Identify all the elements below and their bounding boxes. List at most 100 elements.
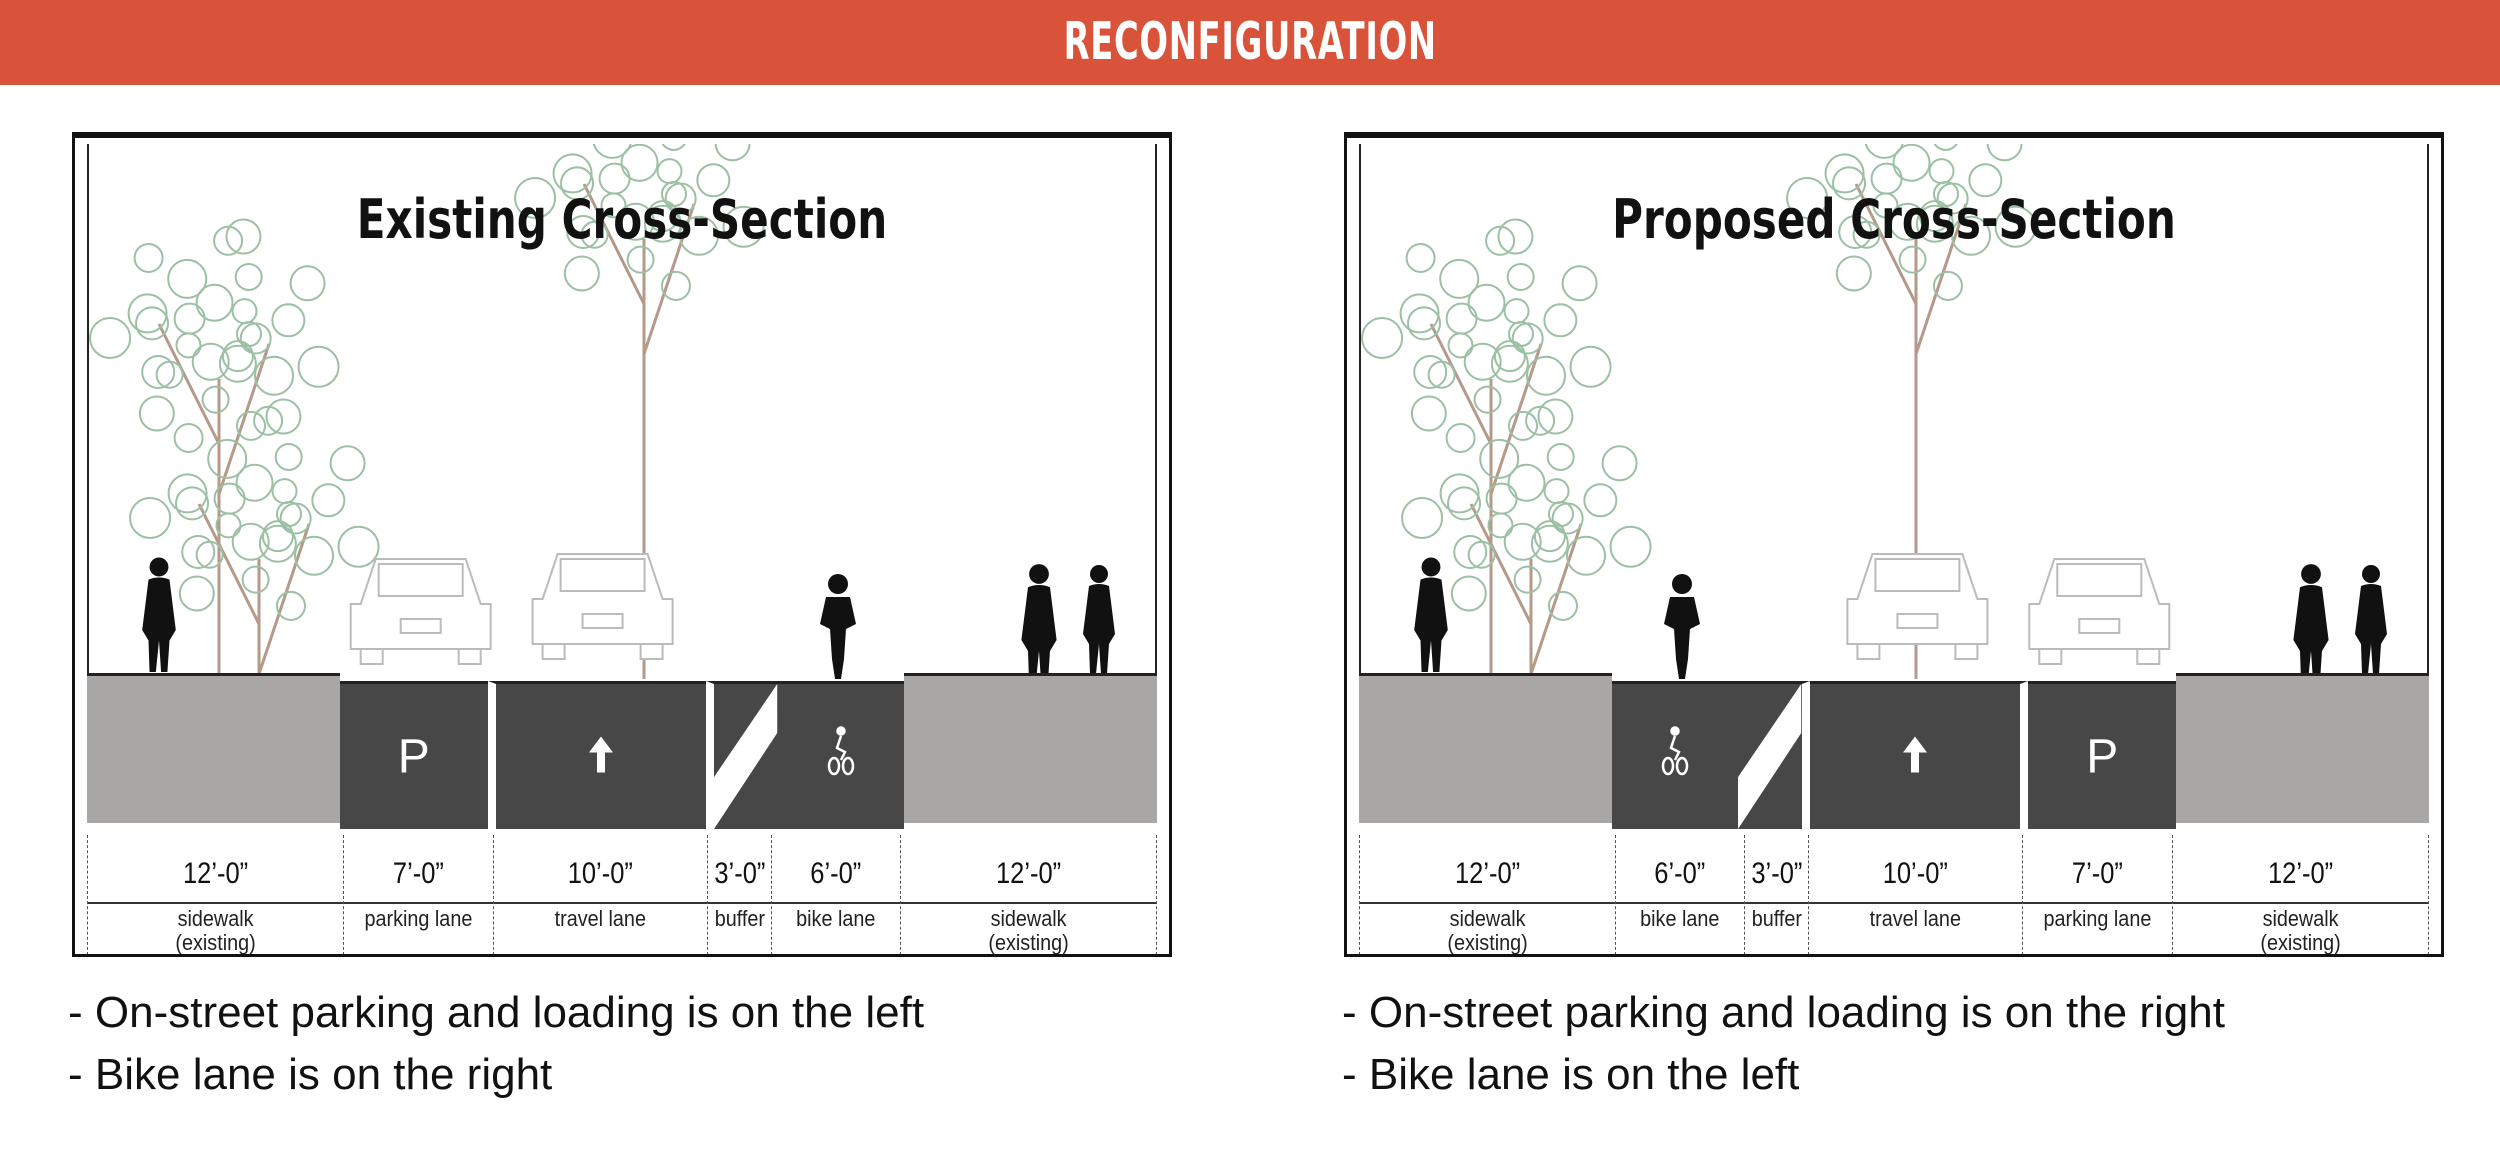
- lane-label: travel lane: [554, 906, 646, 931]
- arrow-up-icon: [1903, 736, 1928, 772]
- parking-lane: P: [2028, 681, 2177, 829]
- panel-title: Existing Cross-Section: [356, 188, 888, 251]
- tree-illustration: [89, 218, 340, 679]
- width-label: 12’-0”: [1454, 857, 1521, 890]
- parking-lane: P: [339, 681, 488, 829]
- note-item: - On-street parking and loading is on th…: [1342, 988, 2225, 1037]
- cyclist-silhouette: [820, 574, 856, 679]
- dimension-sidewalk: 12’-0” sidewalk (existing): [1359, 835, 1616, 955]
- dimension-arrow: [1360, 902, 1616, 904]
- pedestrian-silhouette: [1021, 564, 1057, 679]
- dimension-travel: 10’-0” travel lane: [492, 835, 707, 954]
- dimension-arrow: [88, 902, 344, 904]
- dimension-arrow: [2172, 902, 2428, 904]
- note-item: - Bike lane is on the right: [68, 1050, 553, 1099]
- parking-p-marking: P: [397, 730, 430, 783]
- dimension-sidewalk: 12’-0” sidewalk (existing): [87, 835, 344, 955]
- dimension-arrow: [1744, 902, 1809, 904]
- tree-illustration: [1401, 398, 1652, 679]
- dimension-buffer: 3’-0” buffer: [1743, 835, 1809, 954]
- lane-label: sidewalk (existing): [2260, 906, 2341, 955]
- lane-label: bike lane: [1640, 906, 1720, 931]
- dimension-arrow: [772, 902, 900, 904]
- street-scene: [87, 144, 1157, 679]
- sidewalk-lane: [87, 673, 340, 823]
- width-label: 3’-0”: [1751, 857, 1803, 890]
- sidewalk-lane: [2176, 673, 2429, 823]
- dimension-parking: 7’-0” parking lane: [2022, 835, 2172, 954]
- tree-illustration: [129, 398, 380, 679]
- lane-label: buffer: [714, 906, 765, 931]
- existing-cross-section-panel: Existing Cross-Section P 12’-0” sidewalk …: [72, 132, 1172, 957]
- tree-illustration: [1361, 218, 1612, 679]
- travel-lane: [487, 681, 707, 829]
- dimension-arrow: [1809, 902, 2023, 904]
- pedestrian-silhouette: [2293, 564, 2329, 679]
- width-label: 6’-0”: [1654, 857, 1706, 890]
- buffer-lane: [1738, 681, 1810, 829]
- car-rear-view: [531, 553, 674, 660]
- dimension-bike: 6’-0” bike lane: [771, 835, 900, 954]
- bike-lane: [1611, 681, 1739, 829]
- existing-notes: - On-street parking and loading is on th…: [68, 982, 924, 1106]
- sidewalk-lane: [904, 673, 1157, 823]
- dimension-arrow: [707, 902, 772, 904]
- width-label: 12’-0”: [2267, 857, 2334, 890]
- pedestrian-silhouette: [1083, 565, 1115, 674]
- dimension-arrow: [344, 902, 493, 904]
- width-label: 7’-0”: [2071, 857, 2123, 890]
- buffer-hatch-icon: [714, 684, 778, 829]
- dimension-bike: 6’-0” bike lane: [1615, 835, 1744, 954]
- sidewalk-lane: [1359, 673, 1612, 823]
- dimension-sidewalk: 12’-0” sidewalk (existing): [899, 835, 1157, 955]
- buffer-lane: [706, 681, 778, 829]
- lane-label: sidewalk (existing): [988, 906, 1069, 955]
- width-label: 3’-0”: [713, 857, 765, 890]
- width-label: 6’-0”: [810, 857, 862, 890]
- dimension-arrow: [493, 902, 707, 904]
- width-label: 12’-0”: [182, 857, 249, 890]
- header-banner: RECONFIGURATION: [0, 0, 2500, 85]
- pedestrian-silhouette: [2355, 565, 2387, 674]
- dimension-row: 12’-0” sidewalk (existing) 7’-0” parking la…: [87, 835, 1157, 955]
- lane-label: parking lane: [364, 906, 473, 931]
- dimension-parking: 7’-0” parking lane: [343, 835, 493, 954]
- bicycle-icon: [827, 725, 855, 775]
- width-label: 10’-0”: [1883, 857, 1949, 890]
- lane-label: sidewalk (existing): [1447, 906, 1528, 955]
- street-scene: [1359, 144, 2429, 679]
- lane-label: sidewalk (existing): [175, 906, 256, 955]
- street-section: P: [87, 673, 1157, 829]
- lane-label: travel lane: [1870, 906, 1962, 931]
- header-title: RECONFIGURATION: [1063, 12, 1437, 72]
- lane-label: parking lane: [2043, 906, 2152, 931]
- width-label: 12’-0”: [995, 857, 1062, 890]
- dimension-row: 12’-0” sidewalk (existing) 6’-0” bike lane 3…: [1359, 835, 2429, 955]
- proposed-cross-section-panel: Proposed Cross-Section P 12’-0” sidewalk …: [1344, 132, 2444, 957]
- proposed-notes: - On-street parking and loading is on th…: [1342, 982, 2225, 1106]
- width-label: 7’-0”: [393, 857, 445, 890]
- dimension-arrow: [900, 902, 1156, 904]
- cyclist-silhouette: [1664, 574, 1700, 679]
- bike-lane: [777, 681, 905, 829]
- lane-label: buffer: [1751, 906, 1802, 931]
- panel-title: Proposed Cross-Section: [1612, 188, 2176, 251]
- dimension-buffer: 3’-0” buffer: [706, 835, 772, 954]
- lane-label: bike lane: [796, 906, 876, 931]
- dimension-arrow: [2023, 902, 2172, 904]
- car-rear-view: [349, 558, 492, 665]
- car-rear-view: [1846, 553, 1989, 660]
- tree-illustration: [514, 144, 765, 679]
- street-section: P: [1359, 673, 2429, 829]
- width-label: 10’-0”: [567, 857, 633, 890]
- car-rear-view: [2028, 558, 2171, 665]
- arrow-up-icon: [588, 736, 613, 772]
- note-item: - On-street parking and loading is on th…: [68, 988, 925, 1037]
- dimension-arrow: [1616, 902, 1744, 904]
- pedestrian-silhouette: [1414, 557, 1448, 672]
- parking-p-marking: P: [2086, 730, 2119, 783]
- dimension-travel: 10’-0” travel lane: [1808, 835, 2023, 954]
- note-item: - Bike lane is on the left: [1342, 1050, 1800, 1099]
- pedestrian-silhouette: [142, 557, 176, 672]
- dimension-sidewalk: 12’-0” sidewalk (existing): [2171, 835, 2429, 955]
